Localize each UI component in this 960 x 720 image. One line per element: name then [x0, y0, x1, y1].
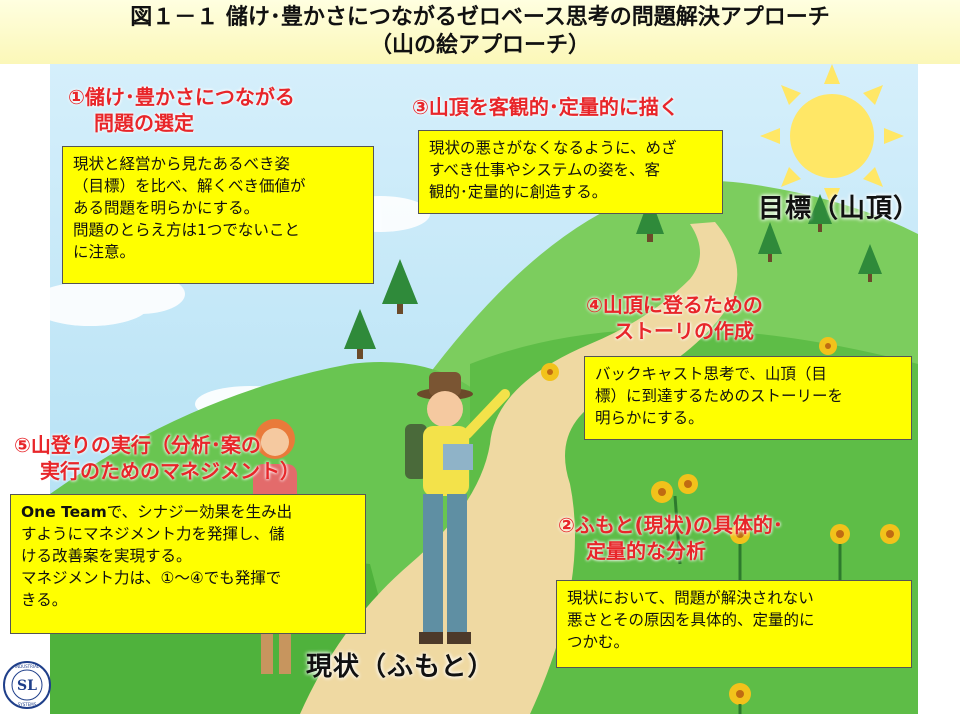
step-1-text-line: 問題のとらえ方は1つでないこと [73, 221, 300, 239]
step-4-box: バックキャスト思考で、山頂（目 標）に到達するためのストーリーを 明らかにする。 [584, 356, 912, 440]
trees [344, 194, 882, 359]
logo-letters: SL [17, 678, 37, 694]
step-4-text-line: 標）に到達するためのストーリーを [595, 387, 844, 405]
step-2-text-line: 現状において、問題が解決されない [567, 589, 814, 607]
logo-ring-top: INDUSTRIAL [15, 664, 40, 669]
step-5-heading: ⑤山登りの実行（分析･案の 実行のためのマネジメント） [14, 432, 300, 484]
step-3-heading: ③山頂を客観的･定量的に描く [412, 94, 679, 120]
step-5-text-line: マネジメント力は、①～④でも発揮で [21, 569, 282, 587]
step-2-heading: ②ふもと(現状)の具体的･ 定量的な分析 [558, 512, 783, 564]
one-team-text: One Team [21, 503, 107, 521]
step-4-text-line: 明らかにする。 [595, 409, 704, 427]
step-1-box: 現状と経営から見たあるべき姿 （目標）を比べ、解くべき価値が ある問題を明らかに… [62, 146, 374, 284]
step-5-first-line-rest: で、シナジー効果を生み出 [106, 503, 293, 521]
sun [760, 64, 904, 208]
title-line-1: 図１－１ 儲け･豊かさにつながるゼロベース思考の問題解決アプローチ [130, 5, 830, 30]
hiker-man [405, 372, 510, 644]
step-2-heading-line1: ②ふもと(現状)の具体的･ [558, 513, 783, 537]
step-5-heading-line2: 実行のためのマネジメント） [40, 459, 300, 483]
step-1-text-line: に注意。 [73, 243, 136, 261]
step-4-heading: ④山頂に登るための ストーリの作成 [586, 292, 763, 344]
step-5-box: One Teamで、シナジー効果を生み出 すようにマネジメント力を発揮し、儲 け… [10, 494, 366, 634]
flowers [541, 337, 900, 705]
title-line-2: （山の絵アプローチ） [369, 33, 590, 58]
step-5-text-line: すようにマネジメント力を発揮し、儲 [21, 525, 285, 543]
step-1-text-line: ある問題を明らかにする。 [73, 199, 260, 217]
step-5-text-line: きる。 [21, 591, 68, 609]
step-2-text-line: つかむ。 [567, 633, 630, 651]
mountain-path [300, 222, 738, 714]
step-1-text-line: 現状と経営から見たあるべき姿 [73, 155, 291, 173]
step-2-heading-line2: 定量的な分析 [586, 539, 706, 563]
step-2-text-line: 悪さとその原因を具体的、定量的に [567, 611, 815, 629]
step-5-text-line: ける改善案を実現する。 [21, 547, 192, 565]
step-1-heading: ①儲け･豊かさにつながる 問題の選定 [68, 84, 295, 136]
step-3-text-line: 観的･定量的に創造する。 [429, 183, 608, 201]
title-bar: 図１－１ 儲け･豊かさにつながるゼロベース思考の問題解決アプローチ （山の絵アプ… [0, 0, 960, 64]
step-5-heading-line1: ⑤山登りの実行（分析･案の [14, 433, 261, 457]
step-4-heading-line2: ストーリの作成 [614, 319, 754, 343]
step-5-text-line-first: One Teamで、シナジー効果を生み出 [21, 501, 355, 523]
step-1-heading-line2: 問題の選定 [94, 111, 194, 135]
step-3-box: 現状の悪さがなくなるように、めざ すべき仕事やシステムの姿を、客 観的･定量的に… [418, 130, 723, 214]
step-3-heading-line1: ③山頂を客観的･定量的に描く [412, 95, 679, 119]
foot-label: 現状（ふもと） [306, 652, 495, 682]
step-3-text-line: すべき仕事やシステムの姿を、客 [429, 161, 660, 179]
step-4-heading-line1: ④山頂に登るための [586, 293, 763, 317]
industrial-systems-logo: SL INDUSTRIAL SYSTEMS [3, 661, 51, 709]
summit-label: 目標（山頂） [758, 194, 921, 224]
step-1-heading-line1: ①儲け･豊かさにつながる [68, 85, 295, 109]
logo-ring-bottom: SYSTEMS [18, 702, 37, 707]
step-3-text-line: 現状の悪さがなくなるように、めざ [429, 139, 677, 157]
step-4-text-line: バックキャスト思考で、山頂（目 [595, 365, 827, 383]
step-1-text-line: （目標）を比べ、解くべき価値が [73, 177, 306, 195]
step-2-box: 現状において、問題が解決されない 悪さとその原因を具体的、定量的に つかむ。 [556, 580, 912, 668]
